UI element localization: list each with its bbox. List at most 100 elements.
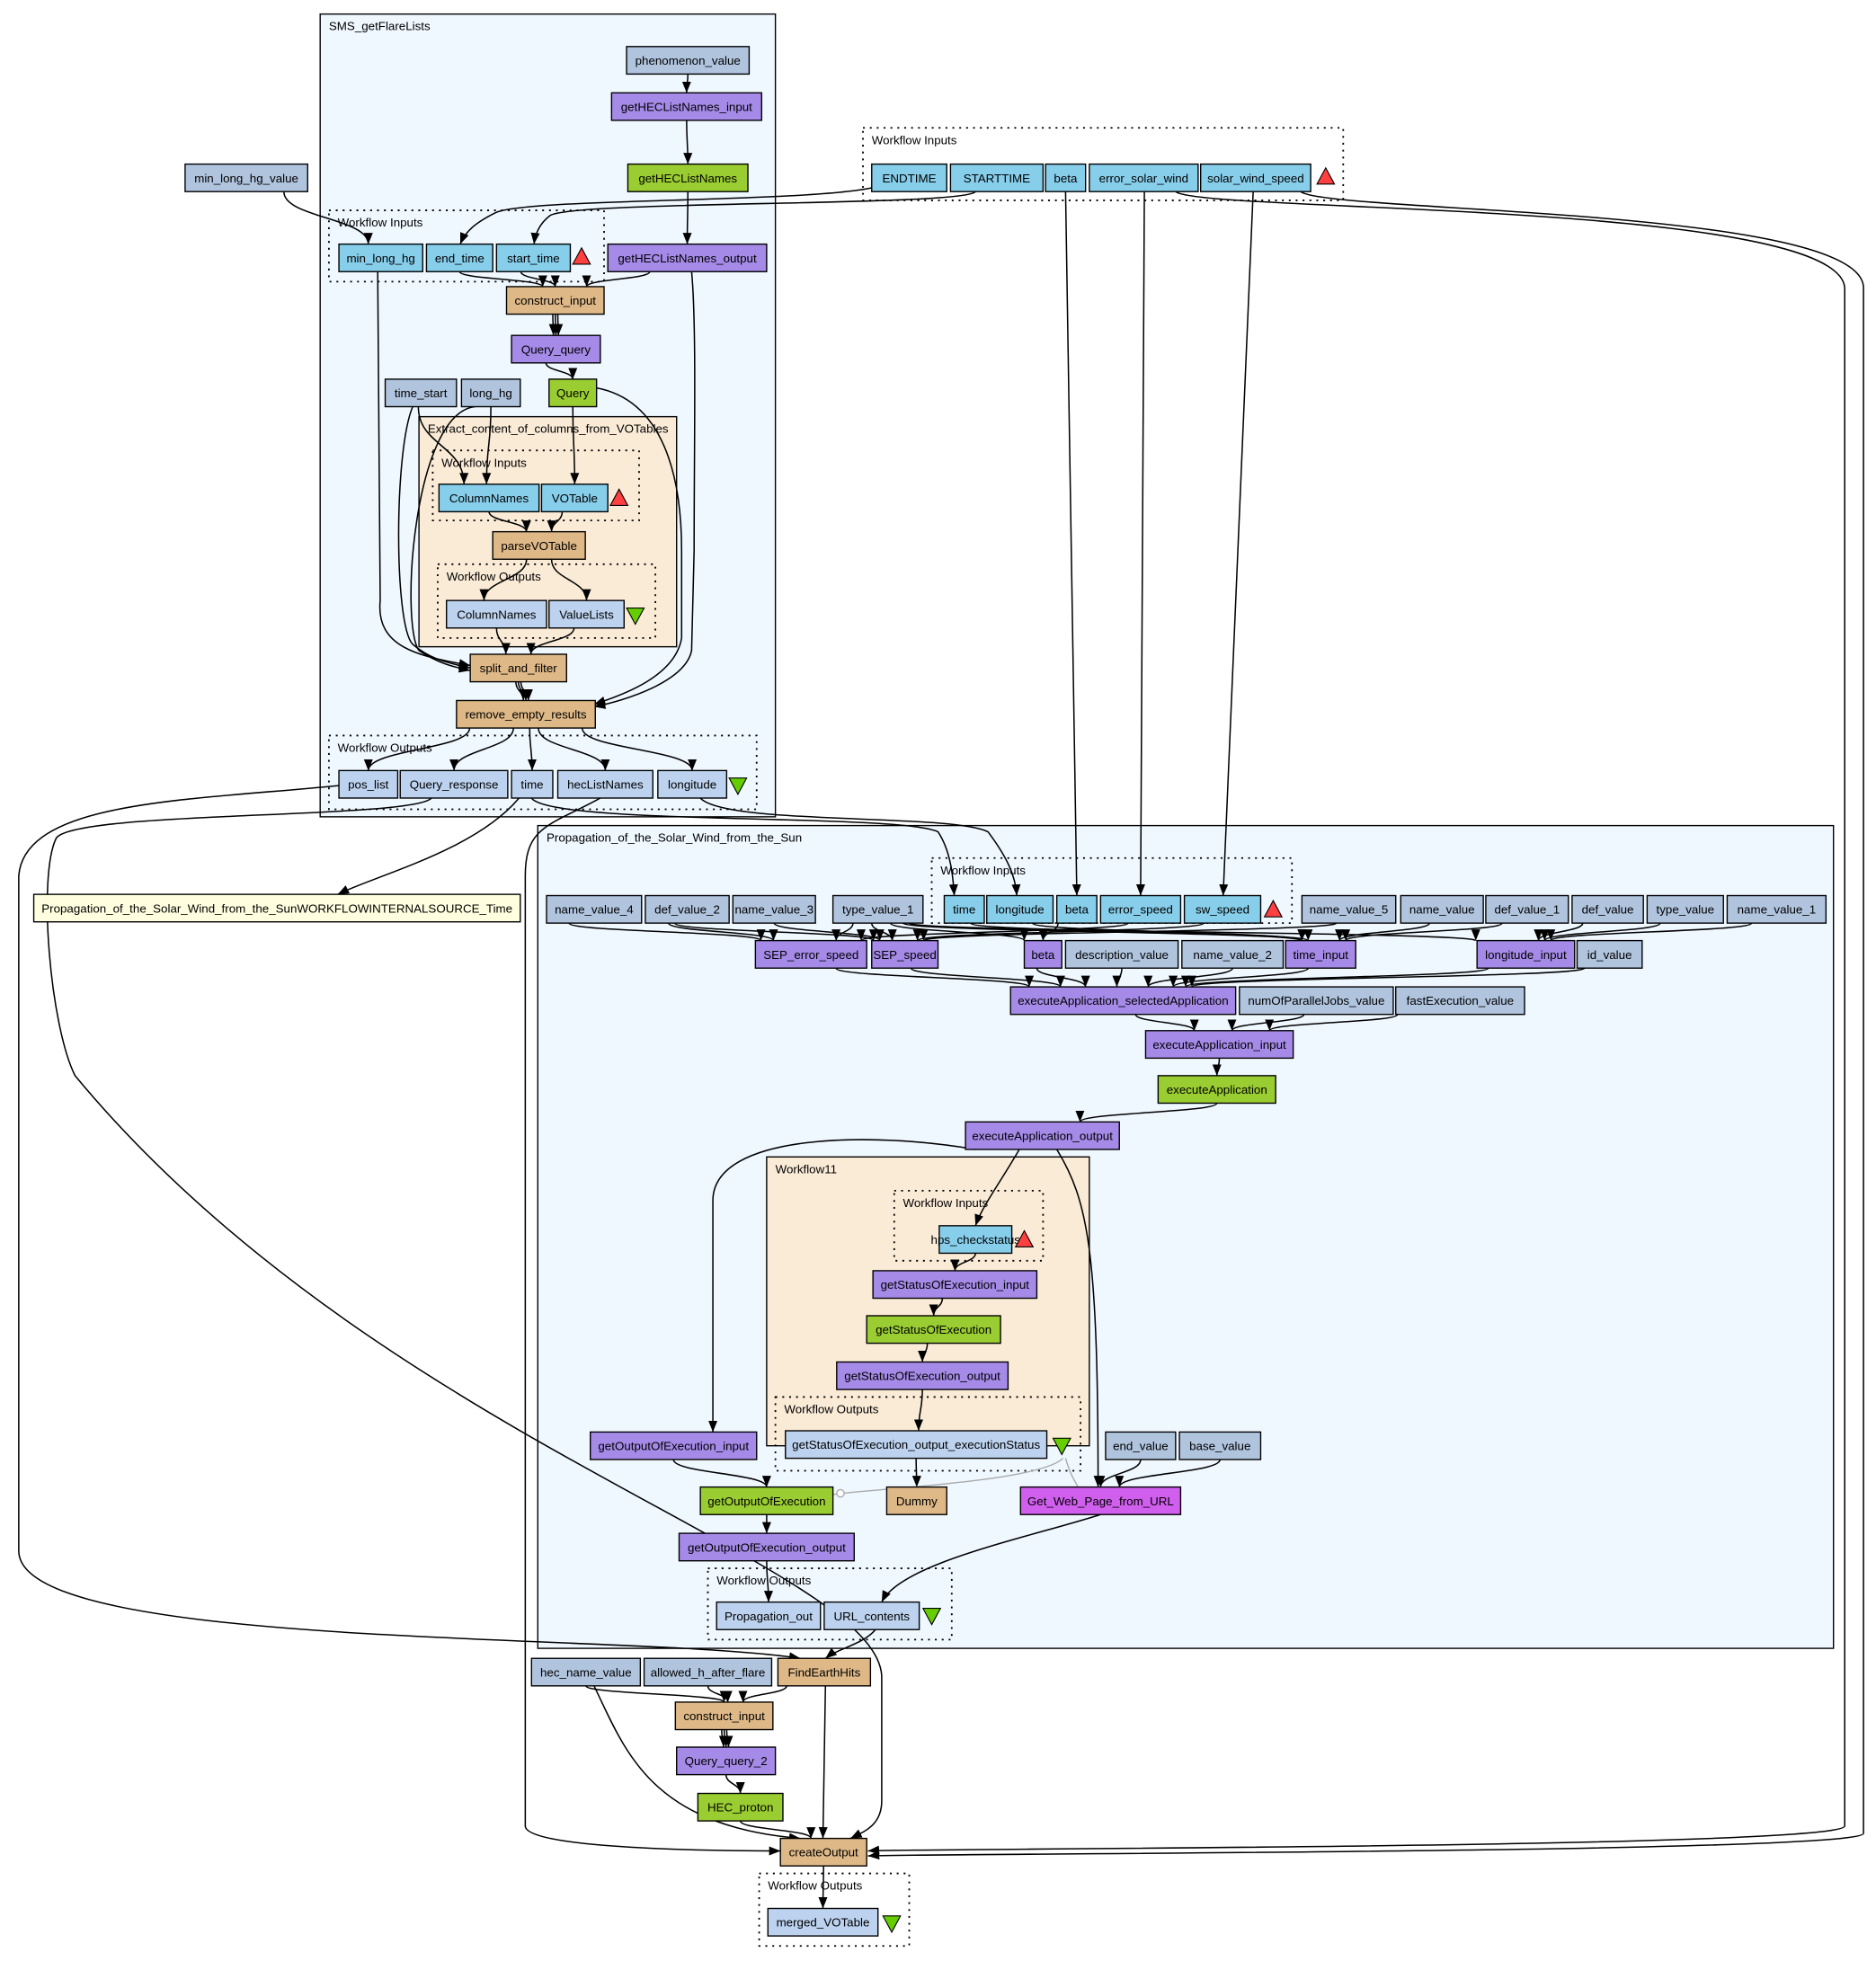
node-merged_VOTable[interactable]: merged_VOTable bbox=[767, 1907, 879, 1937]
node-hecListNames[interactable]: hecListNames bbox=[556, 769, 653, 799]
node-time_out[interactable]: time bbox=[511, 769, 554, 799]
edge-long-24 bbox=[593, 271, 696, 709]
edge-long-21 bbox=[397, 406, 471, 670]
node-name_value_2[interactable]: name_value_2 bbox=[1181, 939, 1285, 969]
node-phenomenon_value[interactable]: phenomenon_value bbox=[626, 46, 751, 75]
node-HEC_proton[interactable]: HEC_proton bbox=[697, 1792, 784, 1822]
node-p_sw_speed[interactable]: sw_speed bbox=[1183, 894, 1262, 924]
node-getOutputOfExecution_input[interactable]: getOutputOfExecution_input bbox=[590, 1431, 758, 1460]
node-solar_wind_speed[interactable]: solar_wind_speed bbox=[1199, 163, 1311, 192]
node-getOutputOfExecution[interactable]: getOutputOfExecution bbox=[699, 1486, 834, 1515]
edge-type_value_1-beta_port bbox=[889, 922, 1029, 942]
edge-long-5 bbox=[1135, 191, 1145, 896]
node-prop_time_src[interactable]: Propagation_of_the_Solar_Wind_from_the_S… bbox=[32, 893, 521, 923]
node-end_value[interactable]: end_value bbox=[1105, 1431, 1177, 1460]
node-type_value[interactable]: type_value bbox=[1646, 894, 1724, 924]
node-name_value_5[interactable]: name_value_5 bbox=[1301, 894, 1397, 924]
node-p_time[interactable]: time bbox=[943, 894, 985, 924]
node-SEP_speed[interactable]: SEP_speed bbox=[871, 939, 939, 969]
node-fastExecution_value[interactable]: fastExecution_value bbox=[1395, 986, 1525, 1016]
node-name_value_4[interactable]: name_value_4 bbox=[546, 894, 643, 924]
node-ColumnNames_out[interactable]: ColumnNames bbox=[446, 599, 547, 629]
node-execApp_selApp[interactable]: executeApplication_selectedApplication bbox=[1009, 986, 1237, 1016]
node-label: longitude bbox=[996, 903, 1045, 917]
edge-execStatus-Dummy bbox=[911, 1458, 921, 1487]
node-def_value_2[interactable]: def_value_2 bbox=[645, 894, 730, 924]
node-Get_Web_Page_from_URL[interactable]: Get_Web_Page_from_URL bbox=[1019, 1486, 1182, 1515]
node-getOutputOfExecution_output[interactable]: getOutputOfExecution_output bbox=[678, 1532, 855, 1562]
node-ValueLists[interactable]: ValueLists bbox=[548, 599, 625, 629]
node-time_start[interactable]: time_start bbox=[384, 378, 458, 408]
node-p_error_speed[interactable]: error_speed bbox=[1099, 894, 1182, 924]
node-beta_port[interactable]: beta bbox=[1023, 939, 1062, 969]
node-createOutput[interactable]: createOutput bbox=[779, 1837, 867, 1867]
node-label: time_input bbox=[1293, 948, 1348, 962]
node-label: allowed_h_after_flare bbox=[651, 1665, 766, 1679]
node-name_value_1[interactable]: name_value_1 bbox=[1726, 894, 1827, 924]
edge-construct_input_2-Query_query_2 bbox=[724, 1729, 734, 1748]
node-p_beta[interactable]: beta bbox=[1055, 894, 1098, 924]
node-min_long_hg[interactable]: min_long_hg bbox=[338, 243, 423, 272]
node-ColumnNames_in[interactable]: ColumnNames bbox=[438, 484, 540, 513]
node-longitude_input[interactable]: longitude_input bbox=[1476, 939, 1576, 969]
node-Query[interactable]: Query bbox=[548, 378, 598, 408]
node-type_value_1[interactable]: type_value_1 bbox=[831, 894, 924, 924]
node-base_value[interactable]: base_value bbox=[1178, 1431, 1262, 1460]
node-ENDTIME[interactable]: ENDTIME bbox=[871, 163, 947, 192]
node-def_value_1[interactable]: def_value_1 bbox=[1485, 894, 1569, 924]
node-executeApplication[interactable]: executeApplication bbox=[1157, 1075, 1276, 1105]
node-getStatusOfExecution[interactable]: getStatusOfExecution bbox=[866, 1315, 1001, 1344]
node-long_hg[interactable]: long_hg bbox=[460, 378, 521, 408]
node-p_longitude[interactable]: longitude bbox=[986, 894, 1054, 924]
node-executeApplication_output[interactable]: executeApplication_output bbox=[965, 1121, 1120, 1150]
node-executeApplication_input[interactable]: executeApplication_input bbox=[1144, 1030, 1294, 1060]
node-execStatus[interactable]: getStatusOfExecution_output_executionSta… bbox=[785, 1430, 1048, 1460]
node-URL_contents[interactable]: URL_contents bbox=[823, 1601, 920, 1630]
node-parseVOTable[interactable]: parseVOTable bbox=[492, 530, 586, 560]
edge-getStatusOfExecution_input-getStatusOfExecution bbox=[929, 1298, 944, 1317]
node-numOfParallelJobs_value[interactable]: numOfParallelJobs_value bbox=[1239, 986, 1394, 1016]
node-Dummy[interactable]: Dummy bbox=[885, 1486, 947, 1515]
node-hps_checkstatus[interactable]: hps_checkstatus bbox=[931, 1225, 1021, 1255]
node-def_value[interactable]: def_value bbox=[1571, 894, 1644, 924]
node-STARTTIME[interactable]: STARTTIME bbox=[949, 163, 1045, 192]
node-allowed_h_after_flare[interactable]: allowed_h_after_flare bbox=[643, 1657, 773, 1687]
node-getStatusOfExecution_input[interactable]: getStatusOfExecution_input bbox=[872, 1270, 1038, 1300]
node-label: executeApplication_selectedApplication bbox=[1018, 994, 1228, 1007]
node-longitude_out[interactable]: longitude bbox=[657, 769, 728, 799]
node-name_value_3[interactable]: name_value_3 bbox=[732, 894, 816, 924]
node-label: Propagation_of_the_Solar_Wind_from_the_S… bbox=[41, 901, 512, 915]
node-construct_input[interactable]: construct_input bbox=[505, 286, 605, 315]
node-getHECListNames_input[interactable]: getHECListNames_input bbox=[610, 92, 763, 121]
node-VOTable[interactable]: VOTable bbox=[540, 484, 609, 513]
node-getStatusOfExecution_output[interactable]: getStatusOfExecution_output bbox=[836, 1361, 1009, 1390]
edge-HEC_proton-createOutput bbox=[739, 1820, 816, 1840]
node-getHECListNames_output[interactable]: getHECListNames_output bbox=[607, 243, 768, 272]
edge-VOTable-parseVOTable bbox=[547, 511, 564, 532]
node-id_value[interactable]: id_value bbox=[1576, 939, 1643, 969]
node-remove_empty_results[interactable]: remove_empty_results bbox=[456, 699, 596, 729]
node-end_time[interactable]: end_time bbox=[425, 243, 493, 272]
node-FindEarthHits[interactable]: FindEarthHits bbox=[777, 1657, 872, 1687]
node-Propagation_out[interactable]: Propagation_out bbox=[716, 1601, 822, 1630]
node-Query_response[interactable]: Query_response bbox=[399, 769, 509, 799]
node-start_time[interactable]: start_time bbox=[495, 243, 572, 272]
cluster-wo_final: Workflow Outputs bbox=[758, 1872, 911, 1948]
node-construct_input_2[interactable]: construct_input bbox=[674, 1701, 774, 1731]
node-Query_query_2[interactable]: Query_query_2 bbox=[676, 1746, 777, 1776]
cluster-wi_top: Workflow Inputs bbox=[862, 127, 1345, 201]
workflow-outputs-triangle-icon bbox=[626, 607, 645, 626]
node-pos_list[interactable]: pos_list bbox=[338, 769, 399, 799]
node-description_value[interactable]: description_value bbox=[1064, 939, 1179, 969]
node-SEP_error_speed[interactable]: SEP_error_speed bbox=[754, 939, 867, 969]
node-error_solar_wind[interactable]: error_solar_wind bbox=[1089, 163, 1199, 192]
node-getHECListNames[interactable]: getHECListNames bbox=[627, 163, 749, 192]
node-time_input[interactable]: time_input bbox=[1285, 939, 1356, 969]
node-beta_top[interactable]: beta bbox=[1045, 163, 1087, 192]
node-Query_query[interactable]: Query_query bbox=[511, 334, 601, 364]
node-min_long_hg_value[interactable]: min_long_hg_value bbox=[184, 163, 308, 192]
node-hec_name_value[interactable]: hec_name_value bbox=[530, 1657, 642, 1687]
node-name_value[interactable]: name_value bbox=[1400, 894, 1484, 924]
node-split_and_filter[interactable]: split_and_filter bbox=[469, 653, 567, 683]
node-label: Get_Web_Page_from_URL bbox=[1027, 1495, 1174, 1508]
